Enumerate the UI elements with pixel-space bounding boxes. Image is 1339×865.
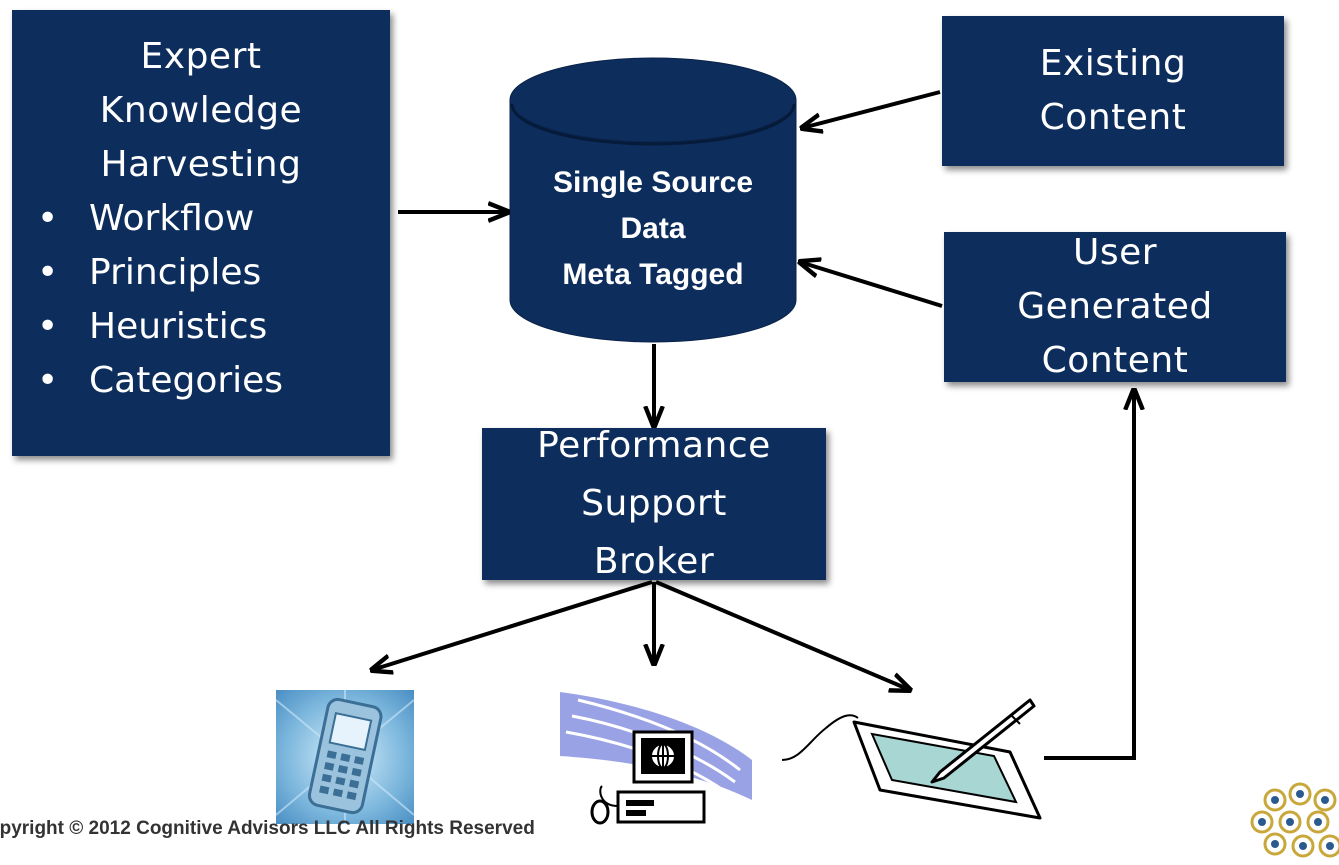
mobile-phone-icon (275, 690, 415, 824)
expert-title-line-3: Harvesting (100, 144, 302, 185)
expert-title-line-2: Knowledge (99, 90, 303, 131)
performance-support-broker-box: Performance Support Broker (482, 425, 826, 582)
ugc-line-3: Content (1041, 340, 1189, 381)
expert-knowledge-box: Expert Knowledge Harvesting Workflow Pri… (12, 10, 390, 456)
database-cylinder (509, 57, 797, 343)
ugc-line-1: User (1072, 232, 1158, 273)
bullet-item: Categories (37, 354, 390, 408)
arrow-tablet-to-ugc (1044, 390, 1134, 760)
bullet-item: Principles (37, 246, 390, 300)
database-label-line-3: Meta Tagged (562, 258, 744, 291)
arrow-ugc-to-db (800, 262, 943, 308)
expert-title-line-1: Expert (140, 36, 262, 77)
existing-line-2: Content (1039, 97, 1187, 138)
arrow-broker-to-mobile (372, 580, 653, 670)
ugc-line-2: Generated (1017, 286, 1213, 327)
arrow-existing-to-db (802, 90, 941, 128)
database-label-line-2: Data (620, 212, 686, 245)
bullet-item: Heuristics (37, 300, 390, 354)
broker-line-3: Broker (593, 541, 715, 582)
existing-content-box: Existing Content (942, 16, 1284, 166)
copyright-notice: opyright © 2012 Cognitive Advisors LLC A… (0, 818, 535, 839)
cognitive-advisors-logo-icon (1250, 782, 1339, 858)
broker-line-2: Support (581, 483, 727, 524)
pen-tablet-icon (781, 698, 1042, 820)
arrow-broker-to-tablet (655, 580, 910, 690)
existing-line-1: Existing (1039, 43, 1187, 84)
desktop-computer-icon (560, 692, 752, 825)
broker-line-1: Performance (537, 425, 771, 466)
user-generated-content-box: User Generated Content (944, 232, 1286, 382)
expert-bullet-list: Workflow Principles Heuristics Categorie… (12, 192, 390, 408)
database-label-line-1: Single Source (552, 166, 754, 199)
bullet-item: Workflow (37, 192, 390, 246)
database-label: Single Source Data Meta Tagged (510, 160, 796, 298)
